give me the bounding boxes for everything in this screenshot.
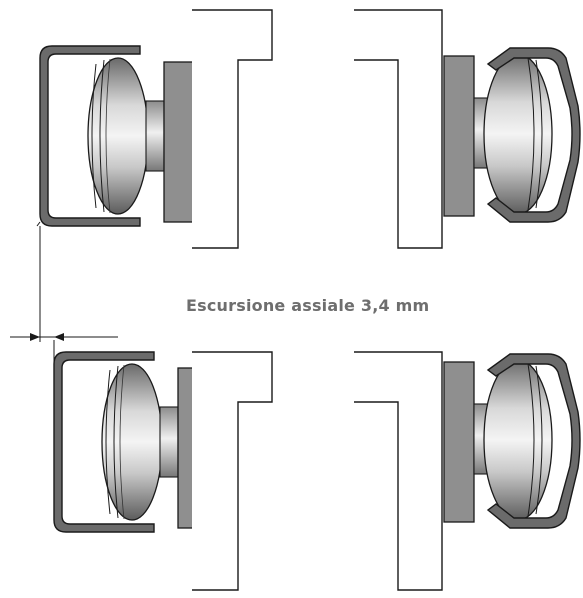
rail-break	[276, 340, 350, 598]
bottom-right-roller-assembly	[443, 353, 581, 529]
axial-travel-caption: Escursione assiale 3,4 mm	[186, 296, 430, 315]
axial-travel-dimension	[10, 221, 118, 404]
top-rail-profile	[191, 0, 443, 260]
bottom-rail-profile	[191, 340, 443, 598]
c-bracket-icon	[53, 351, 209, 533]
rail-profile-icon	[191, 351, 273, 591]
rail-break	[276, 0, 350, 260]
bottom-left-roller-assembly	[53, 351, 209, 533]
trapezoid-bracket-icon	[443, 47, 581, 223]
rail-profile-icon	[353, 9, 443, 249]
roller-wheel-icon	[39, 45, 195, 227]
rail-profile-icon	[191, 9, 273, 249]
top-right-roller-assembly	[443, 47, 581, 223]
top-left-roller-assembly	[39, 45, 195, 227]
rail-profile-icon	[353, 351, 443, 591]
trapezoid-bracket-icon	[443, 353, 581, 529]
